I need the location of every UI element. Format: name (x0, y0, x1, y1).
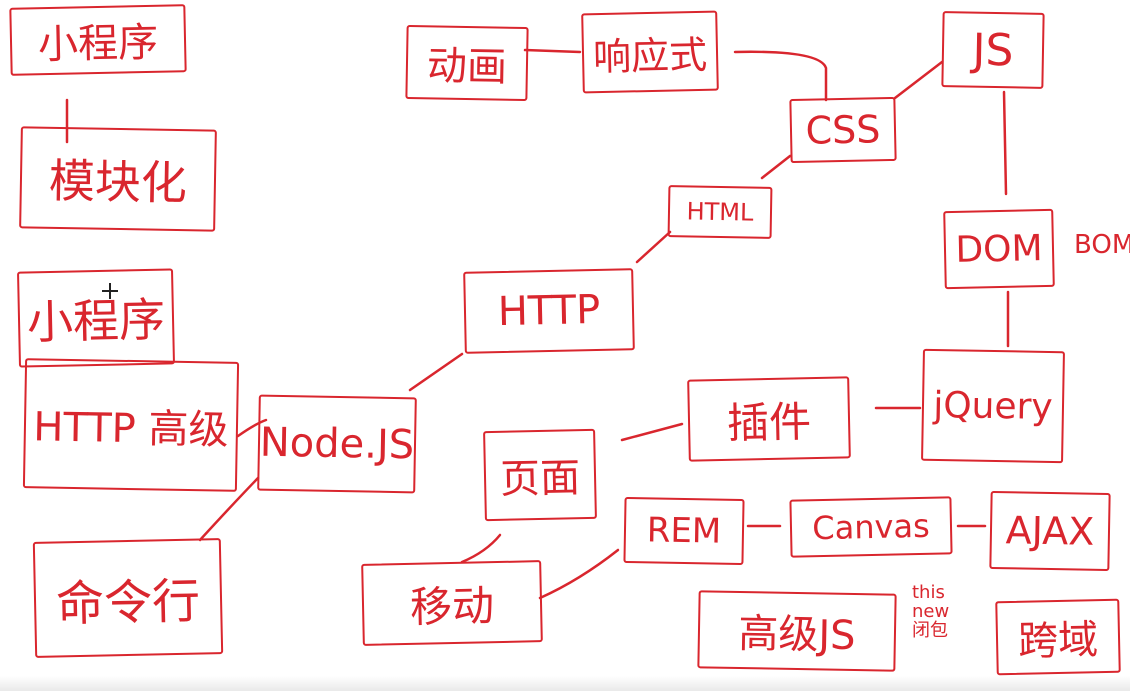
annotation-this-line1: this (912, 582, 945, 603)
annotation-this-line3: 闭包 (912, 619, 948, 641)
link-http-advanced-nodejs (236, 418, 268, 438)
link-css-js (893, 60, 944, 100)
node-yidong[interactable]: 移动 (361, 560, 543, 646)
node-ajax[interactable]: AJAX (989, 490, 1111, 572)
node-advanced-js[interactable]: 高级JS (697, 590, 897, 672)
node-nodejs[interactable]: Node.JS (257, 394, 417, 494)
node-http[interactable]: HTTP (463, 268, 635, 354)
node-jquery[interactable]: jQuery (921, 348, 1065, 464)
node-xiaochengxu[interactable]: 小程序 (9, 4, 187, 76)
link-yidong-rem (538, 548, 620, 600)
node-yemian[interactable]: 页面 (483, 428, 597, 522)
node-mokuaihua[interactable]: 模块化 (19, 126, 217, 232)
link-donghua-xiangyingshi (523, 48, 582, 54)
link-js-dom (1002, 90, 1008, 196)
link-yemian-yidong (460, 533, 502, 564)
node-rem[interactable]: REM (623, 496, 745, 566)
node-kuayu[interactable]: 跨域 (995, 598, 1121, 676)
link-xiangyingshi-css (733, 50, 828, 102)
link-http-html (635, 230, 672, 264)
link-nodejs-http (408, 352, 464, 392)
node-mingling[interactable]: 命令行 (32, 538, 224, 658)
node-html[interactable]: HTML (667, 185, 773, 239)
crosshair-cursor-icon (102, 283, 118, 299)
link-html-css (760, 154, 792, 180)
annotation-bom: BOM (1074, 230, 1130, 260)
link-nodejs-mingling (198, 476, 260, 542)
node-canvas[interactable]: Canvas (789, 496, 953, 558)
node-xiangyingshi[interactable]: 响应式 (581, 10, 719, 94)
node-http-advanced[interactable]: HTTP 高级 (22, 358, 240, 492)
node-css[interactable]: CSS (789, 96, 897, 164)
node-weixin[interactable]: 小程序 (17, 268, 175, 368)
link-yemian-chajian (620, 422, 684, 442)
node-chajian[interactable]: 插件 (687, 376, 851, 462)
annotation-this: this new 闭包 (912, 582, 950, 641)
node-dom[interactable]: DOM (943, 208, 1055, 290)
node-donghua[interactable]: 动画 (405, 24, 529, 102)
bottom-edge-shadow (0, 676, 1130, 691)
annotation-this-line2: new (912, 600, 950, 622)
node-js[interactable]: JS (941, 11, 1045, 89)
